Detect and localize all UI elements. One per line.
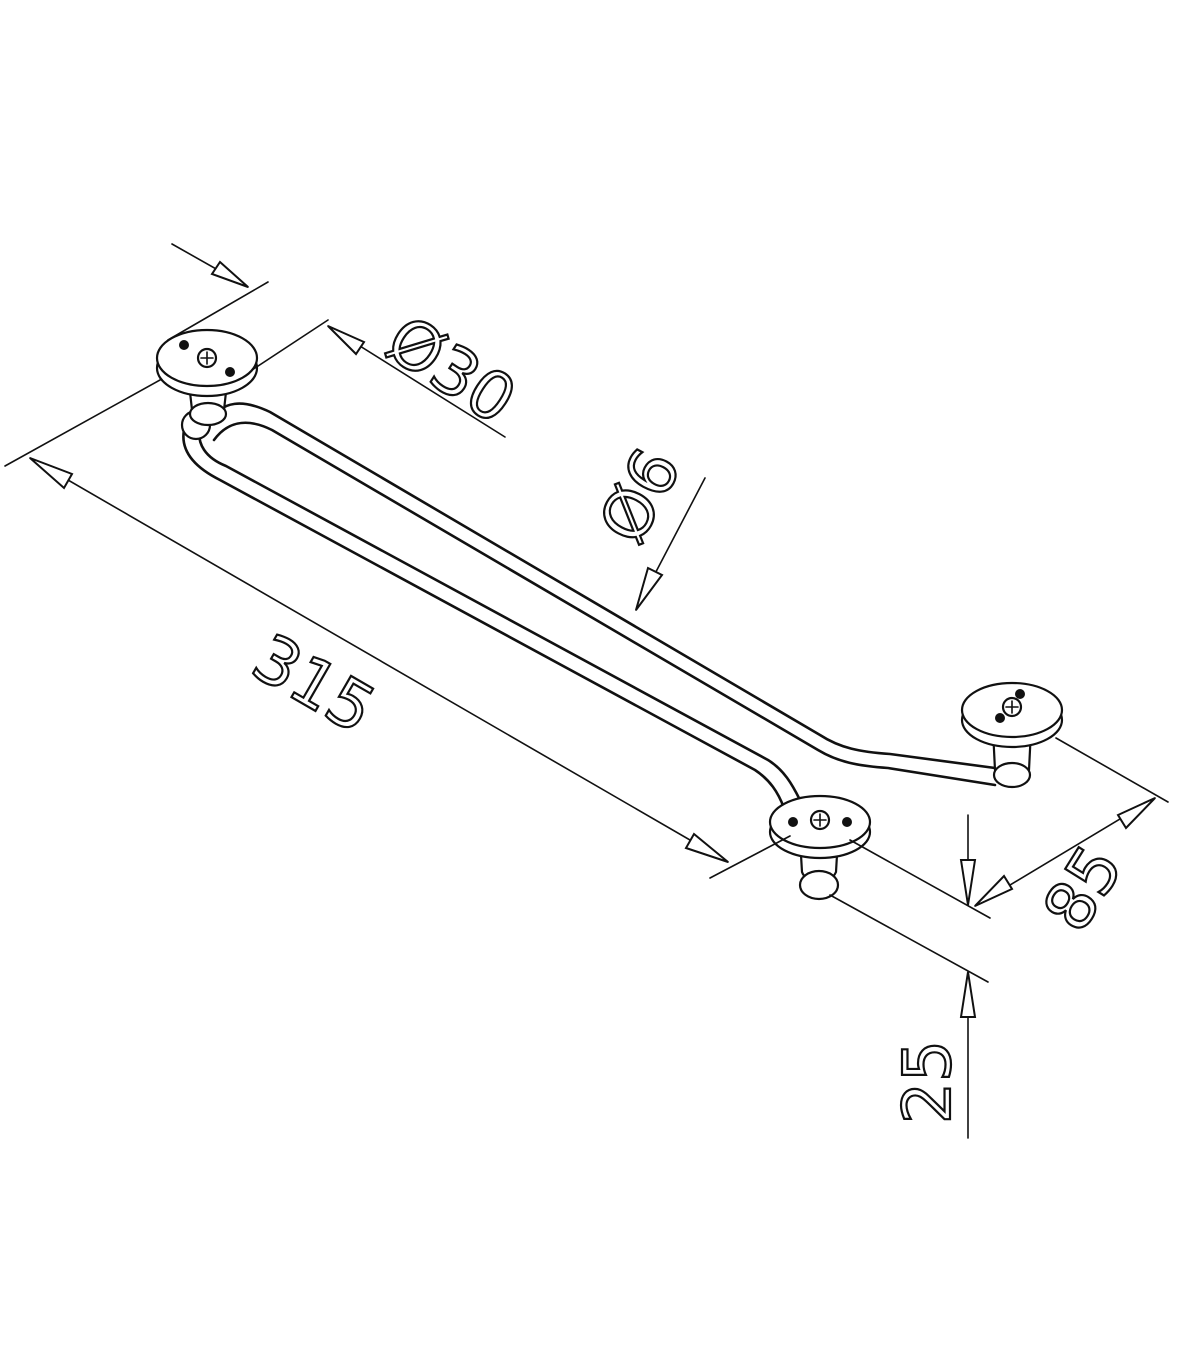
- dimension-rod-diameter: Ø6: [583, 435, 706, 611]
- length-label: 315: [240, 619, 388, 749]
- dimension-height: 25: [829, 814, 989, 1139]
- flange-diameter-label: Ø30: [373, 301, 529, 440]
- right-wall-mount: [960, 681, 1064, 789]
- dimension-length: 315: [4, 379, 791, 879]
- height-label: 25: [889, 1040, 966, 1124]
- middle-wall-mount: [768, 794, 872, 901]
- towel-rail-rods: [180, 402, 997, 810]
- depth-label: 85: [1028, 832, 1138, 944]
- left-wall-mount: [155, 328, 259, 427]
- rod-diameter-label: Ø6: [584, 436, 696, 555]
